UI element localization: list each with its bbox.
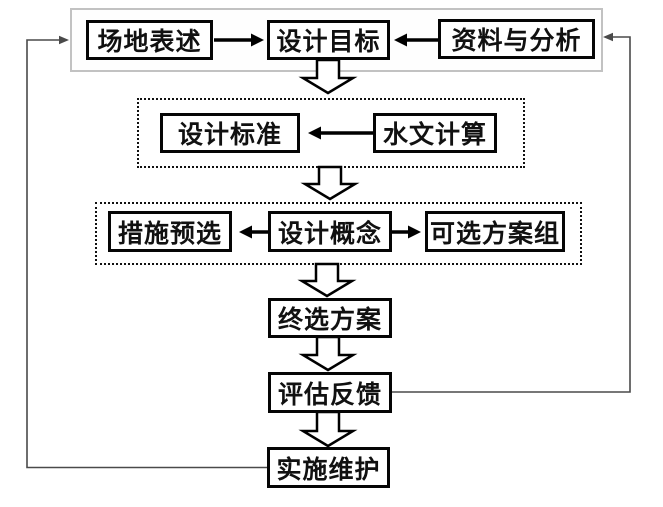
node-final-scheme: 终选方案	[268, 298, 392, 338]
node-hydrology-calculation: 水文计算	[373, 113, 497, 153]
arrow-analysis-to-goal	[394, 33, 440, 47]
arrow-concept-to-options	[390, 225, 421, 239]
node-data-and-analysis: 资料与分析	[438, 19, 595, 59]
block-arrow-goal-to-standard-phase	[298, 58, 358, 95]
node-implementation-maintenance: 实施维护	[267, 447, 390, 488]
arrow-concept-to-measures	[239, 225, 270, 239]
block-arrow-standard-phase-to-concept-phase	[300, 165, 360, 201]
block-arrow-concept-phase-to-final	[297, 262, 357, 298]
arrow-site-to-goal	[214, 33, 264, 47]
feedback-loop-right	[392, 32, 631, 393]
node-design-standard: 设计标准	[160, 113, 300, 153]
block-arrow-feedback-to-implementation	[298, 410, 358, 448]
arrow-hydrology-to-standard	[308, 126, 375, 140]
node-optional-scheme-group: 可选方案组	[425, 211, 565, 252]
node-measure-preselection: 措施预选	[108, 211, 232, 252]
feedback-loop-left	[26, 35, 267, 469]
node-design-concept: 设计概念	[268, 211, 392, 252]
node-design-goal: 设计目标	[267, 20, 390, 60]
node-evaluation-feedback: 评估反馈	[268, 372, 392, 413]
block-arrow-final-to-feedback	[298, 335, 358, 372]
node-site-description: 场地表述	[86, 20, 213, 60]
